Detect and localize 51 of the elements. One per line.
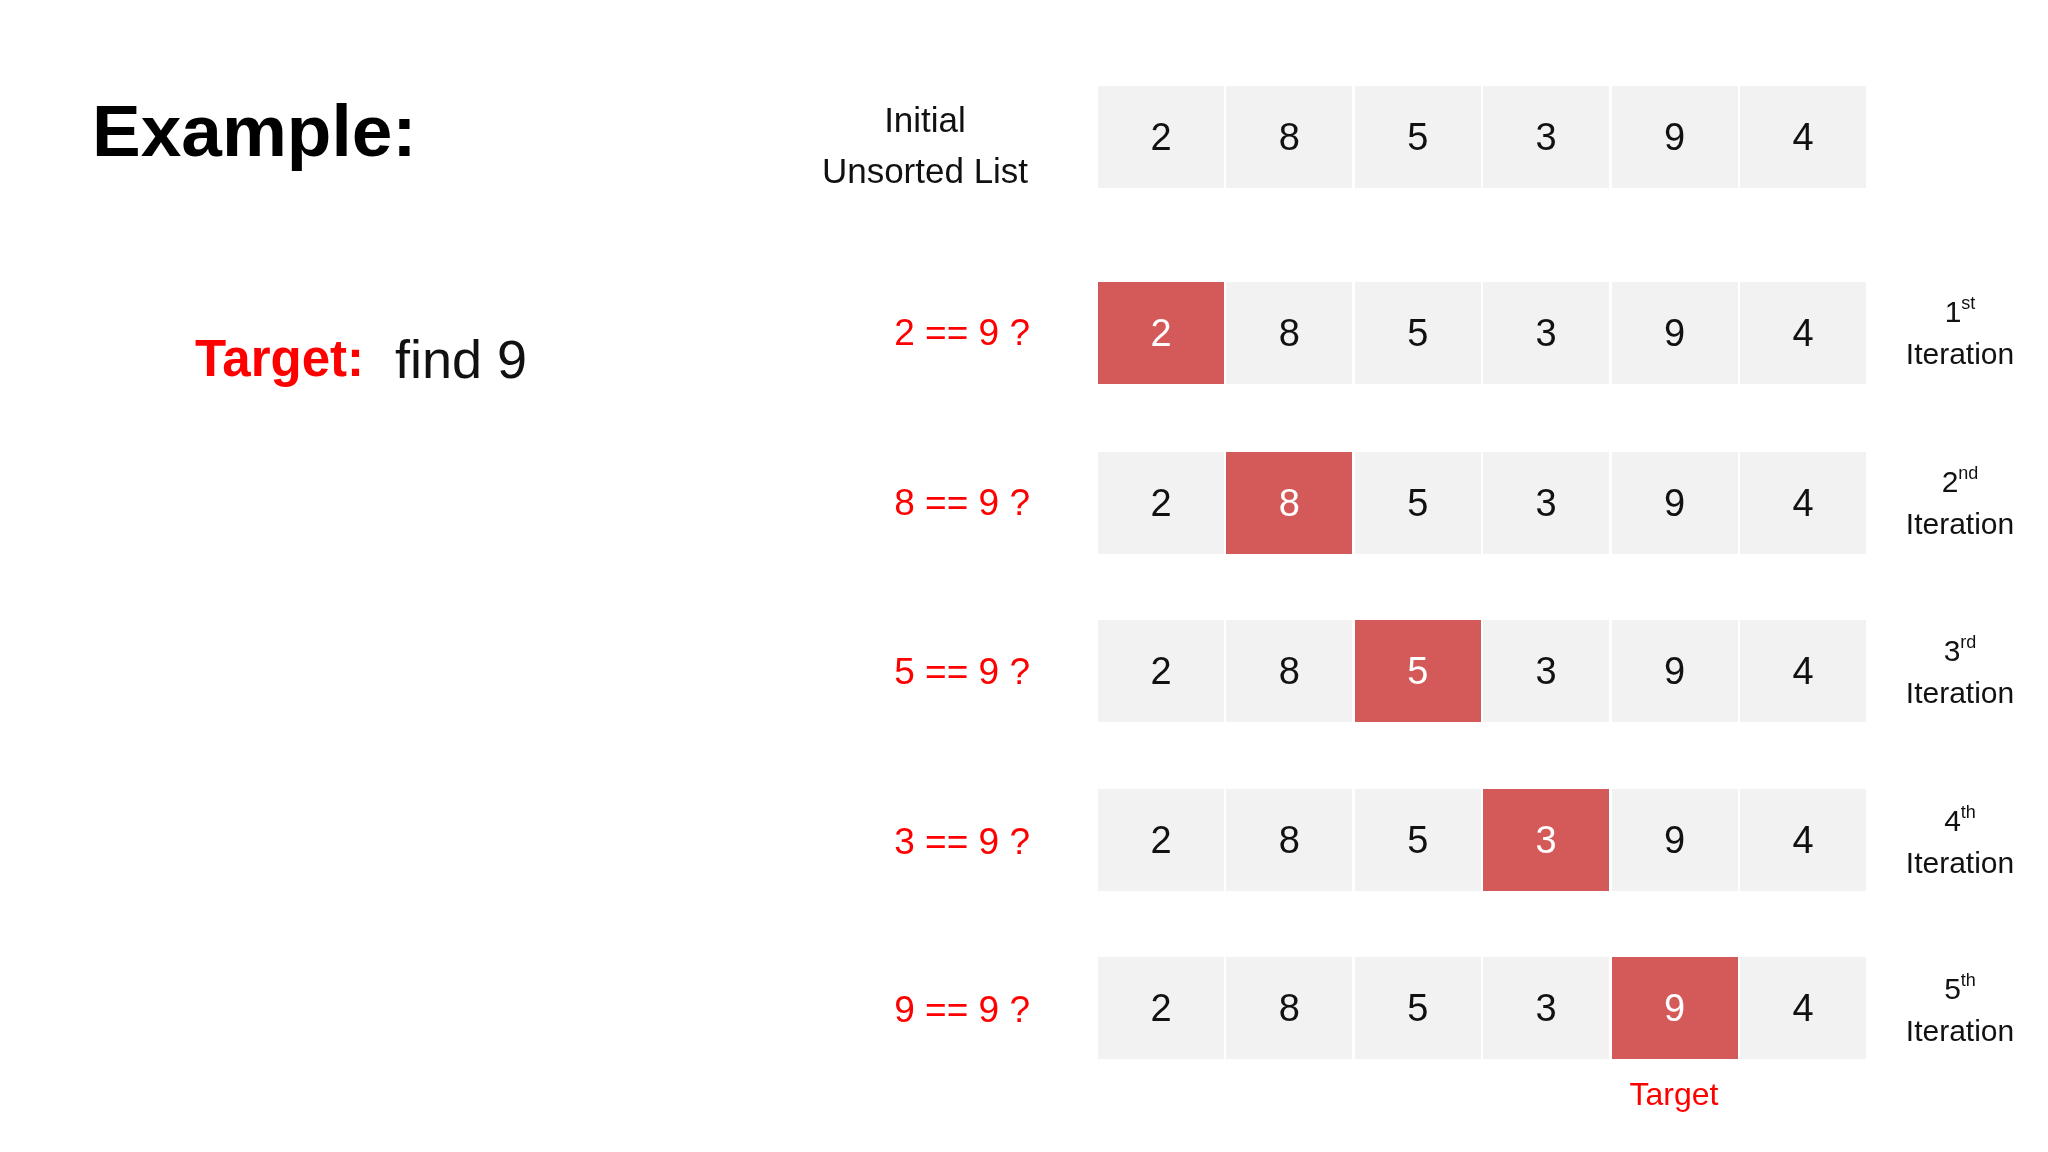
list-cell: 8 — [1226, 957, 1353, 1059]
iteration-label: 2$^{nd}$ Iteration — [1904, 461, 2016, 542]
comparison-label: 2 == 9 ? — [893, 311, 1030, 355]
list-cell: 5 — [1354, 282, 1481, 384]
list-cell: 4 — [1740, 452, 1866, 554]
target-heading: Target: — [195, 329, 366, 389]
list-caption: Initial Unsorted List — [820, 99, 1030, 192]
target-caption: Target — [1628, 1075, 1720, 1114]
current-cell: 3 — [1483, 789, 1610, 891]
target-value: find 9 — [395, 328, 529, 390]
list-cell: 2 — [1098, 452, 1224, 554]
list-cell: 2 — [1098, 620, 1224, 722]
list-cell: 9 — [1611, 452, 1738, 554]
list-cell: 2 — [1098, 86, 1224, 188]
list-cell: 2 — [1098, 957, 1224, 1059]
list-cell: 3 — [1483, 957, 1610, 1059]
list-cell: 3 — [1483, 452, 1610, 554]
list-cell: 2 — [1098, 789, 1224, 891]
list-cell: 3 — [1483, 282, 1610, 384]
list-cell: 4 — [1740, 957, 1866, 1059]
comparison-label: 3 == 9 ? — [893, 820, 1030, 864]
list-cell: 8 — [1226, 789, 1353, 891]
list-cell: 5 — [1354, 957, 1481, 1059]
list-cell: 8 — [1226, 86, 1353, 188]
slide-title: Example: — [92, 89, 417, 173]
list-cell: 4 — [1740, 282, 1866, 384]
current-cell: 8 — [1226, 452, 1353, 554]
comparison-label: 9 == 9 ? — [893, 988, 1030, 1032]
current-cell: 9 — [1611, 957, 1738, 1059]
iteration-label: 1$^{st}$ Iteration — [1904, 291, 2016, 372]
comparison-label: 5 == 9 ? — [893, 650, 1030, 694]
comparison-label: 8 == 9 ? — [893, 481, 1030, 525]
list-cell: 4 — [1740, 620, 1866, 722]
list-cell: 5 — [1354, 452, 1481, 554]
list-cell: 3 — [1483, 86, 1610, 188]
list-cell: 8 — [1226, 620, 1353, 722]
iteration-label: 3$^{rd}$ Iteration — [1904, 630, 2016, 711]
iteration-label: 4$^{th}$ Iteration — [1904, 800, 2016, 881]
list-cell: 9 — [1611, 282, 1738, 384]
current-cell: 5 — [1354, 620, 1481, 722]
list-cell: 9 — [1611, 789, 1738, 891]
list-cell: 9 — [1611, 620, 1738, 722]
list-cell: 8 — [1226, 282, 1353, 384]
list-cell: 3 — [1483, 620, 1610, 722]
current-cell: 2 — [1098, 282, 1224, 384]
list-cell: 5 — [1354, 86, 1481, 188]
iteration-label: 5$^{th}$ Iteration — [1904, 968, 2016, 1049]
list-cell: 4 — [1740, 789, 1866, 891]
list-cell: 5 — [1354, 789, 1481, 891]
list-cell: 9 — [1611, 86, 1738, 188]
list-cell: 4 — [1740, 86, 1866, 188]
